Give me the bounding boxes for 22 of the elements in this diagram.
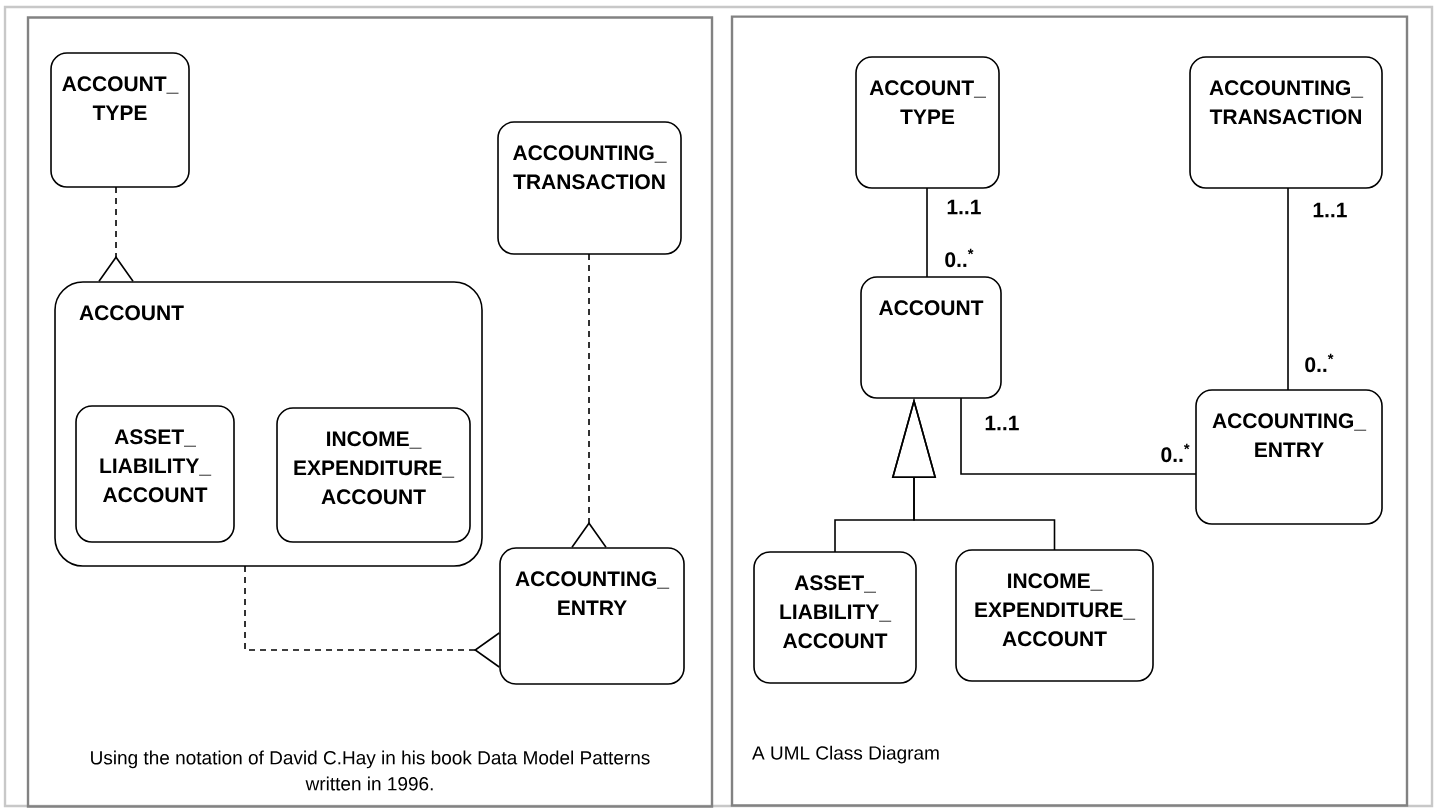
class-box: ACCOUNTING_ ENTRY: [1195, 389, 1383, 525]
multiplicity-label: 1..1: [947, 199, 981, 215]
multiplicity-label: 1..1: [985, 415, 1019, 431]
multiplicity-label: 0..$^{*}$: [1161, 443, 1190, 463]
class-box: ASSET_ LIABILITY_ ACCOUNT: [753, 551, 917, 684]
multiplicity-label: 0..$^{*}$: [945, 248, 974, 268]
association-line: [926, 187, 928, 278]
entity-box: INCOME_ EXPENDITURE_ ACCOUNT: [276, 407, 471, 543]
relationship-line: [98, 186, 134, 282]
multiplicity-label: 0..$^{*}$: [1305, 353, 1334, 373]
entity-box: ACCOUNT_ TYPE: [50, 52, 190, 188]
association-line: [1287, 187, 1289, 391]
class-box: ACCOUNT_ TYPE: [855, 56, 1000, 189]
entity-box: ACCOUNTING_ ENTRY: [499, 547, 685, 685]
relationship-line: [571, 253, 607, 548]
class-box: ACCOUNT: [860, 276, 1002, 399]
association-line: [960, 397, 1197, 475]
entity-box: ASSET_ LIABILITY_ ACCOUNT: [75, 405, 235, 543]
relationship-line: [244, 565, 500, 668]
class-box: ACCOUNTING_ TRANSACTION: [1189, 56, 1383, 189]
entity-box: ACCOUNTING_ TRANSACTION: [497, 121, 682, 255]
class-box: INCOME_ EXPENDITURE_ ACCOUNT: [955, 549, 1154, 682]
